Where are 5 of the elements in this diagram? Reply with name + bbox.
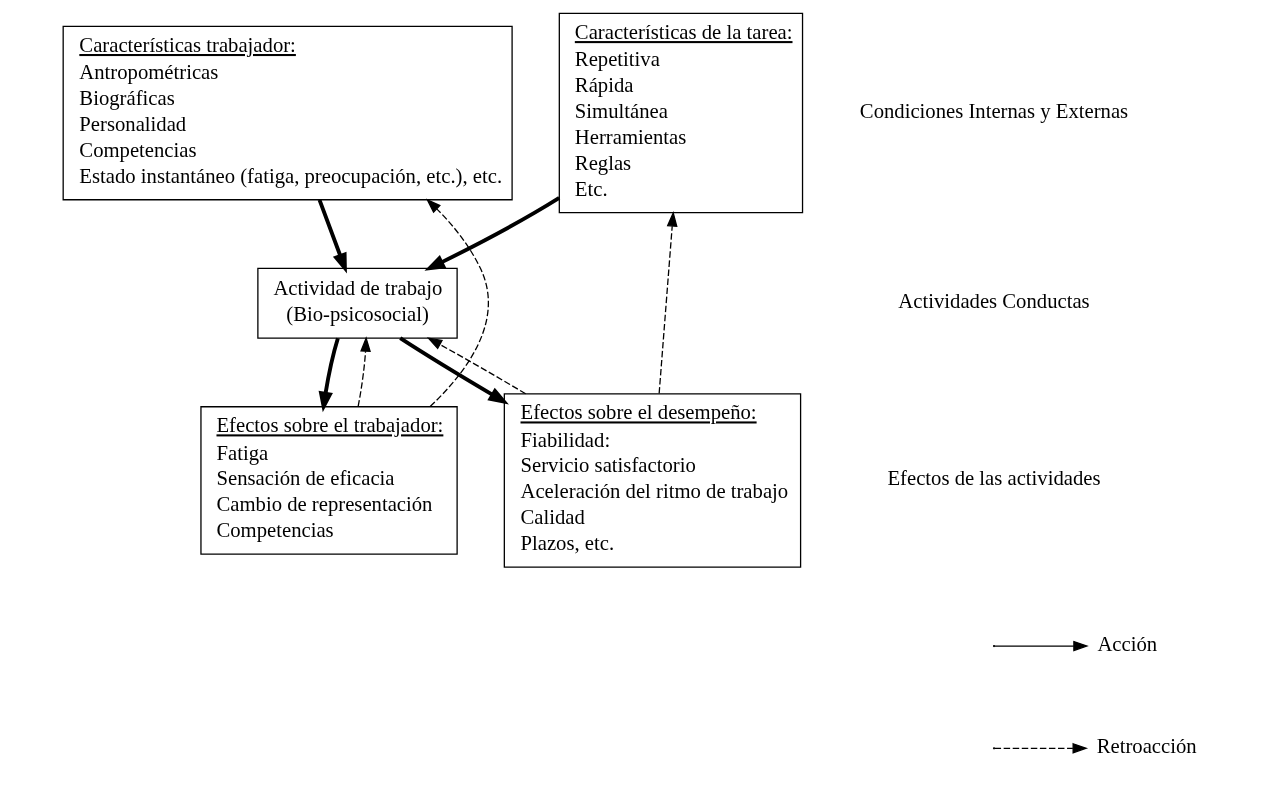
legend-label: Retroacción <box>1096 735 1197 758</box>
legend-label: Acción <box>1096 632 1157 655</box>
label: Condiciones Internas y Externas <box>859 99 1128 122</box>
label: Actividades Conductas <box>897 290 1090 313</box>
label: Efectos de las actividades <box>886 467 1101 490</box>
